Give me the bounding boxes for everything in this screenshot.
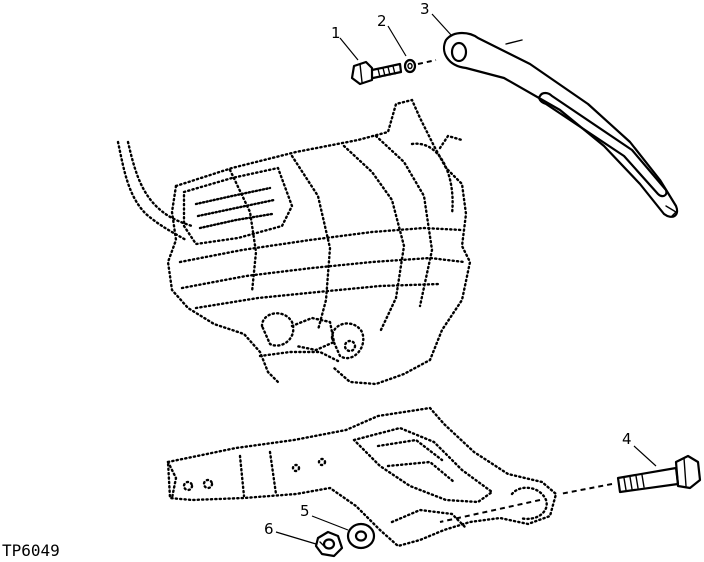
callout-3: 3	[420, 0, 430, 18]
alternator-phantom	[116, 98, 472, 386]
callout-2: 2	[377, 12, 387, 30]
figure-id-label: TP6049	[2, 541, 60, 560]
hex-nut-part	[314, 530, 344, 558]
leader-lines	[275, 13, 657, 545]
callout-6: 6	[264, 520, 274, 538]
cap-screw-part	[350, 60, 403, 86]
flat-washer-part	[346, 522, 376, 550]
callout-5: 5	[300, 502, 310, 520]
callout-4: 4	[622, 430, 632, 448]
adjusting-strap-part	[442, 31, 679, 218]
mounting-bracket-phantom	[166, 406, 558, 548]
callout-1: 1	[331, 24, 341, 42]
lock-washer-part	[403, 58, 437, 74]
long-cap-screw-part	[439, 454, 702, 523]
